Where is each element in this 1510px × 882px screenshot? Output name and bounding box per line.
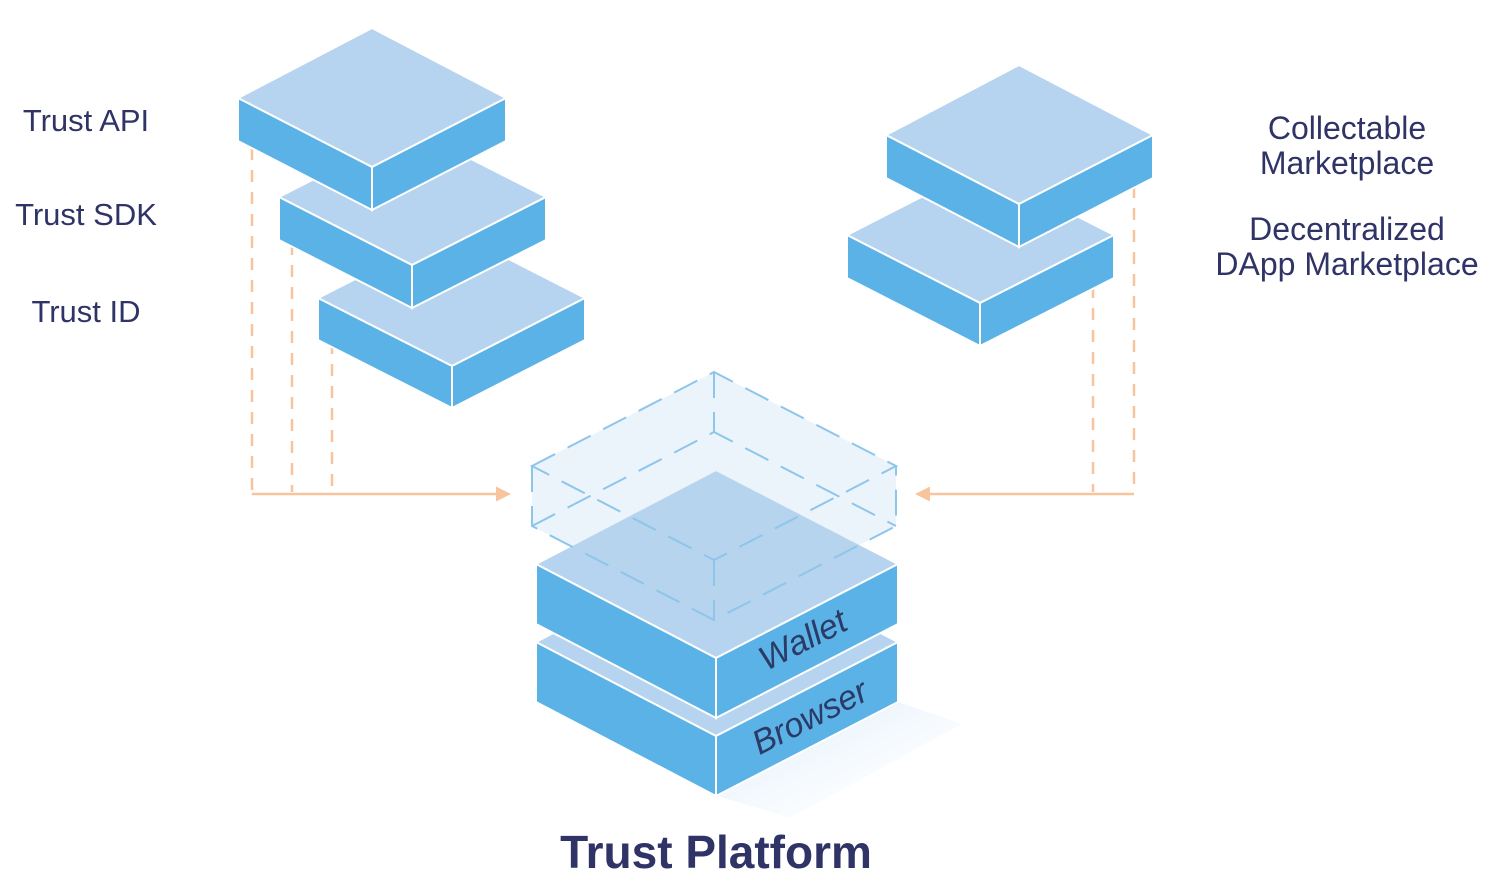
- label-collectable-marketplace: Collectable Marketplace: [1260, 110, 1434, 181]
- label-trust-api: Trust API: [23, 103, 149, 138]
- diagram-title: Trust Platform: [560, 826, 872, 878]
- label-trust-id: Trust ID: [31, 294, 140, 329]
- label-dapp-line2: DApp Marketplace: [1215, 246, 1478, 282]
- label-collectable-line1: Collectable: [1268, 110, 1426, 146]
- left-slab-trust-id: [315, 228, 588, 410]
- right-slab-collectable-marketplace: [883, 63, 1156, 249]
- platform-layer-wallet: [533, 468, 901, 720]
- platform-ghost-cube: [529, 370, 899, 622]
- left-connector-group: [250, 148, 511, 502]
- label-dapp-line1: Decentralized: [1249, 211, 1445, 247]
- platform-shadow: [718, 702, 962, 818]
- label-collectable-line2: Marketplace: [1260, 145, 1434, 181]
- left-slab-trust-api: [235, 26, 509, 212]
- label-trust-sdk: Trust SDK: [15, 197, 157, 232]
- label-dapp-marketplace: Decentralized DApp Marketplace: [1215, 211, 1478, 282]
- right-connector-group: [915, 186, 1136, 502]
